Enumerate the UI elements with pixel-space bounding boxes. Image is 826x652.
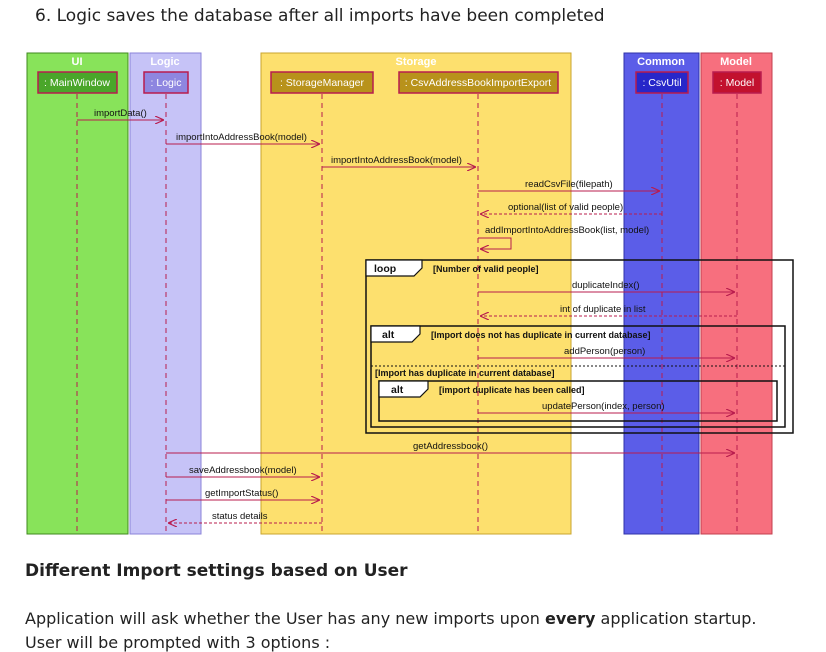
- participant-mainwindow: : MainWindow: [37, 71, 118, 94]
- paragraph-line-1: Application will ask whether the User ha…: [25, 609, 757, 628]
- paragraph-line-1-bold: every: [544, 609, 596, 628]
- participant-model: : Model: [712, 71, 762, 94]
- box-common-title: Common: [637, 56, 685, 68]
- participant-csvutil: : CsvUtil: [635, 71, 689, 94]
- message-label-6: addImportIntoAddressBook(list, model): [485, 225, 649, 236]
- participant-storagemanager: : StorageManager: [270, 71, 374, 94]
- participant-csvimport-label: : CsvAddressBookImportExport: [405, 77, 552, 89]
- participant-logic: : Logic: [143, 71, 189, 94]
- message-arrow-6: [478, 237, 512, 249]
- participant-model-label: : Model: [720, 77, 754, 89]
- message-label-9: addPerson(person): [564, 346, 645, 357]
- box-storage: Storage: [260, 52, 572, 535]
- frame-loop-tag: loop: [374, 263, 396, 275]
- box-ui-title: UI: [72, 56, 83, 68]
- frame-alt-outer-guard: [Import does not has duplicate in curren…: [431, 330, 651, 340]
- message-label-8: int of duplicate in list: [560, 304, 646, 315]
- participant-mainwindow-label: : MainWindow: [44, 77, 110, 89]
- paragraph-line-2: User will be prompted with 3 options :: [25, 633, 331, 652]
- participant-logic-label: : Logic: [151, 77, 182, 89]
- frame-alt-outer-else-guard: [Import has duplicate in current databas…: [375, 368, 555, 378]
- box-model-title: Model: [720, 56, 752, 68]
- frame-alt-outer: alt [Import does not has duplicate in cu…: [370, 325, 786, 428]
- paragraph-line-1-start: Application will ask whether the User ha…: [25, 609, 545, 628]
- paragraph-line-1-end: application startup.: [595, 609, 757, 628]
- participant-csvimport: : CsvAddressBookImportExport: [398, 71, 559, 94]
- box-logic-title: Logic: [150, 56, 179, 68]
- message-label-2: importIntoAddressBook(model): [176, 132, 307, 143]
- frame-alt-inner: alt [import duplicate has been called]: [378, 380, 778, 422]
- frame-alt-outer-tag: alt: [382, 329, 395, 341]
- step-heading: 6. Logic saves the database after all im…: [35, 6, 605, 26]
- participant-csvutil-label: : CsvUtil: [642, 77, 681, 89]
- message-label-13: getImportStatus(): [205, 488, 278, 499]
- frame-alt-inner-tag: alt: [391, 384, 404, 396]
- sequence-diagram: UI Logic Storage Common Model : MainWind…: [26, 52, 794, 535]
- message-label-10: updatePerson(index, person): [542, 401, 665, 412]
- message-label-14: status details: [212, 511, 268, 522]
- message-label-1: importData(): [94, 108, 147, 119]
- message-label-7: duplicateIndex(): [572, 280, 640, 291]
- message-label-11: getAddressbook(): [413, 441, 488, 452]
- message-label-12: saveAddressbook(model): [189, 465, 297, 476]
- frame-loop: loop [Number of valid people]: [365, 259, 794, 434]
- participant-storagemanager-label: : StorageManager: [280, 77, 365, 89]
- message-label-4: readCsvFile(filepath): [525, 179, 613, 190]
- box-storage-title: Storage: [396, 56, 437, 68]
- section-heading: Different Import settings based on User: [25, 561, 408, 581]
- message-label-3: importIntoAddressBook(model): [331, 155, 462, 166]
- frame-alt-inner-guard: [import duplicate has been called]: [439, 385, 585, 395]
- frame-loop-guard: [Number of valid people]: [433, 264, 539, 274]
- message-label-5: optional(list of valid people): [508, 202, 623, 213]
